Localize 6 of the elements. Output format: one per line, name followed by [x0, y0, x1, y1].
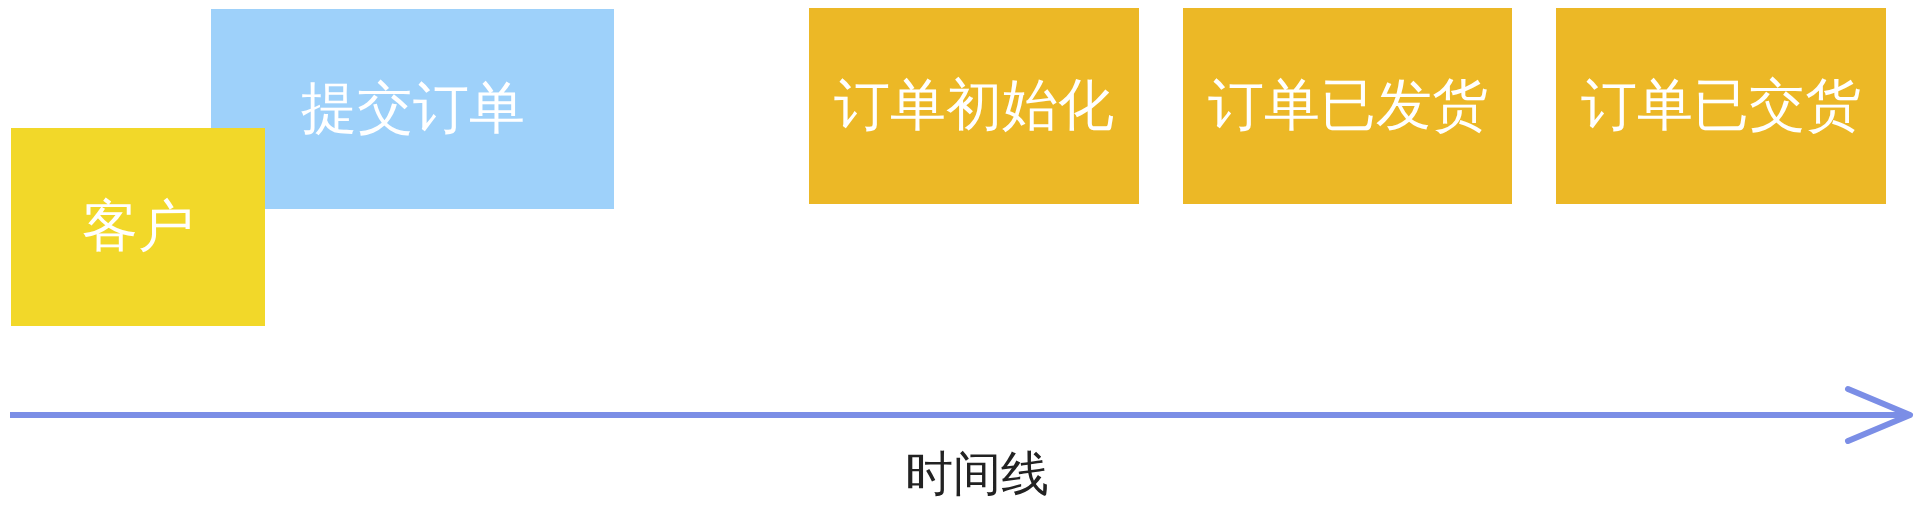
status-box: 订单已发货	[1183, 8, 1512, 204]
status-box: 订单初始化	[809, 8, 1139, 204]
actor-box: 客户	[11, 128, 265, 326]
action-box: 提交订单	[211, 9, 614, 209]
status-box: 订单已交货	[1556, 8, 1886, 204]
axis-label: 时间线	[905, 444, 1049, 503]
